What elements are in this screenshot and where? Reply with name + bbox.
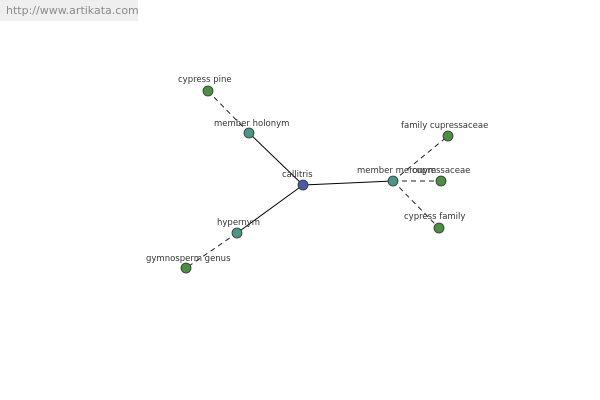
node-label-member-holonym[interactable]: member holonym [214,119,289,129]
node-label-hypernym[interactable]: hypernym [217,218,260,228]
node-label-cypress-family[interactable]: cypress family [404,212,465,222]
labels-layer: callitris member holonym cypress pine hyper… [146,75,488,264]
edge-hypernym-to-gymnosperm-genus [185,232,238,269]
edge-member-holonym-to-cypress-pine [207,90,250,134]
node-member-holonym[interactable] [243,127,255,139]
node-label-cypress-pine[interactable]: cypress pine [178,75,232,85]
edges-layer [185,90,449,269]
node-family-cupressaceae[interactable] [442,130,454,142]
node-hypernym[interactable] [231,227,243,239]
node-label-member-meronym[interactable]: member meronym [357,166,436,176]
edge-callitris-to-member-holonym [248,132,304,186]
nodes-layer [180,85,454,274]
node-label-callitris[interactable]: callitris [282,170,313,180]
node-label-family-cupressaceae[interactable]: family cupressaceae [401,121,488,131]
node-callitris[interactable] [297,179,309,191]
node-cypress-family[interactable] [433,222,445,234]
node-label-gymnosperm-genus[interactable]: gymnosperm genus [146,254,231,264]
node-cypress-pine[interactable] [202,85,214,97]
source-url-label[interactable]: http://www.artikata.com [0,0,139,21]
node-gymnosperm-genus[interactable] [180,262,192,274]
node-member-meronym[interactable] [387,175,399,187]
edge-callitris-to-hypernym [236,184,304,234]
edge-callitris-to-member-meronym [302,180,394,186]
edge-member-meronym-to-family-cupressaceae [392,135,449,182]
node-label-cupressaceae[interactable]: cupressaceae [412,166,470,176]
edge-member-meronym-to-cypress-family [392,180,440,229]
node-cupressaceae[interactable] [435,175,447,187]
